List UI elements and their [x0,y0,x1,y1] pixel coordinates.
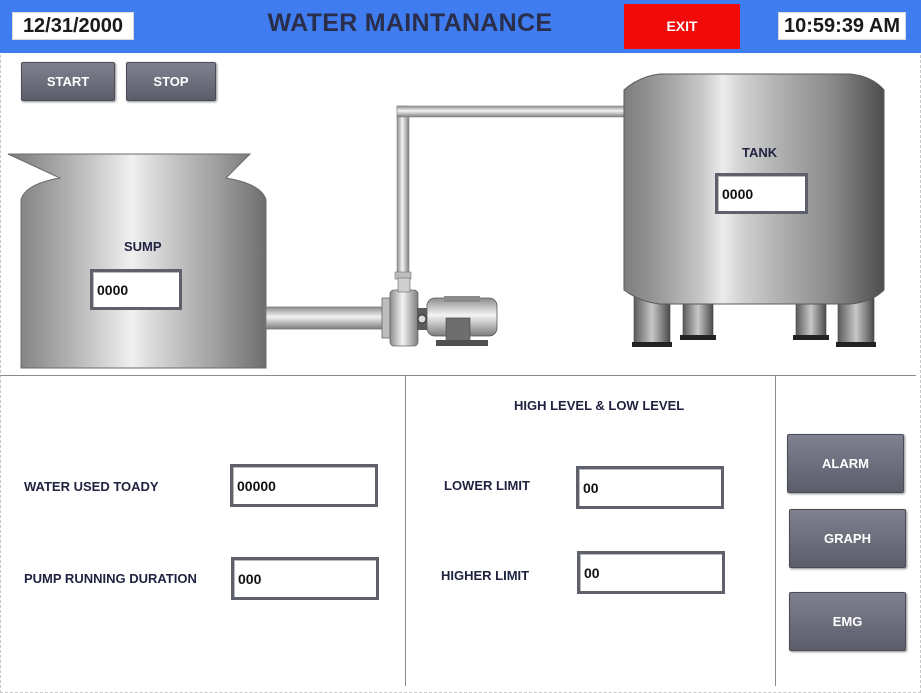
graph-button[interactable]: GRAPH [789,509,906,568]
column-divider [405,376,406,686]
tank-label: TANK [742,145,778,160]
higher-limit-input[interactable]: 00 [577,551,725,594]
exit-button[interactable]: EXIT [624,4,740,49]
stop-button[interactable]: STOP [126,62,216,101]
levels-heading: HIGH LEVEL & LOW LEVEL [514,398,685,413]
sump-level-display: 0000 [90,269,182,310]
pump-duration-display: 000 [231,557,379,600]
page-title: WATER MAINTANANCE [267,9,553,37]
emg-button[interactable]: EMG [789,592,906,651]
alarm-button[interactable]: ALARM [787,434,904,493]
sump-tank [7,153,267,369]
tank-level-display: 0000 [715,173,808,214]
inlet-pipe [265,306,387,330]
riser-pipe [396,105,410,279]
water-used-display: 00000 [230,464,378,507]
lower-limit-input[interactable]: 00 [576,466,724,509]
process-diagram [7,73,885,369]
pump-motor [381,277,498,347]
sump-label: SUMP [124,239,162,254]
lower-limit-label: LOWER LIMIT [444,478,530,493]
outlet-pipe [396,105,630,118]
column-divider [775,376,776,686]
start-button[interactable]: START [21,62,115,101]
time-display: 10:59:39 AM [778,12,906,40]
water-used-label: WATER USED TOADY [24,479,159,494]
section-divider [0,375,916,376]
higher-limit-label: HIGHER LIMIT [441,568,530,583]
date-display: 12/31/2000 [12,12,134,40]
header-bar: 12/31/2000 WATER MAINTANANCE EXIT 10:59:… [0,0,921,53]
pump-duration-label: PUMP RUNNING DURATION [24,571,197,586]
